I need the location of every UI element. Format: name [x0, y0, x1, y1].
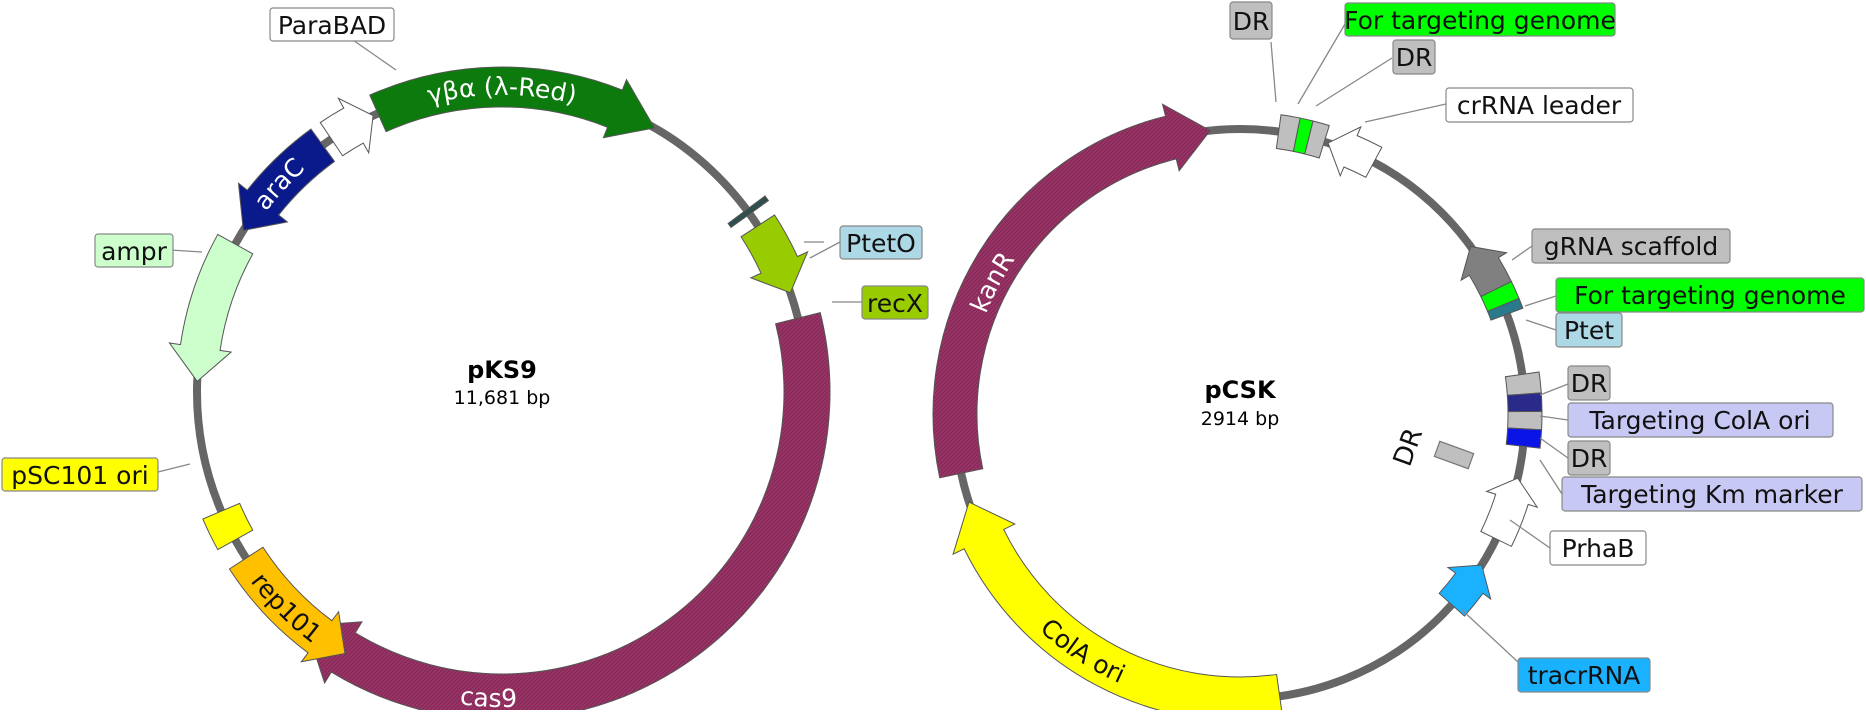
feature-prhab	[1480, 477, 1539, 548]
svg-text:For targeting genome: For targeting genome	[1344, 6, 1616, 35]
svg-text:Targeting Km marker: Targeting Km marker	[1580, 480, 1844, 509]
feature-rep101	[228, 546, 346, 663]
svg-text:Targeting ColA ori: Targeting ColA ori	[1588, 406, 1810, 435]
plasmid-size-pcsk: 2914 bp	[1201, 408, 1280, 430]
label-ptet: Ptet	[1525, 312, 1623, 348]
label-tracrrna: tracrRNA	[1461, 609, 1651, 693]
feature-cas9	[305, 312, 831, 714]
feature-kanr	[932, 103, 1211, 479]
svg-text:DR: DR	[1388, 424, 1429, 470]
feature-psc101	[202, 502, 254, 551]
label-cola-target: Targeting ColA ori	[1539, 402, 1834, 438]
svg-text:DR: DR	[1571, 444, 1608, 473]
feature-tracrrna	[1438, 564, 1492, 617]
feature-km-target	[1505, 427, 1543, 449]
label-km-target: Targeting Km marker	[1539, 459, 1863, 512]
label-dr-3: DR	[1539, 365, 1611, 401]
svg-text:DR: DR	[1571, 369, 1608, 398]
label-prhab: PrhaB	[1509, 519, 1647, 566]
feature-arac	[237, 128, 336, 231]
feature-recx	[740, 214, 809, 294]
svg-text:tracrRNA: tracrRNA	[1528, 661, 1641, 690]
svg-text:ampr: ampr	[101, 237, 168, 266]
feature-cola-target	[1506, 392, 1543, 413]
svg-text:PrhaB: PrhaB	[1562, 534, 1635, 563]
plasmid-name-pcsk: pCSK	[1204, 376, 1277, 404]
plasmid-size-pks9: 11,681 bp	[454, 387, 551, 409]
svg-text:For targeting genome: For targeting genome	[1574, 281, 1846, 310]
label-spacer-1: For targeting genome	[1297, 2, 1616, 105]
feature-dr-4	[1507, 410, 1543, 431]
plasmid-name-pks9: pKS9	[467, 356, 537, 384]
label-ampr: ampr	[94, 233, 203, 268]
label-spacer-2: For targeting genome	[1524, 277, 1865, 313]
feature-label-cas9: cas9	[459, 681, 518, 710]
label-dr-2: DR	[1315, 39, 1436, 107]
feature-grna-scaffold	[1460, 245, 1513, 298]
label-psc101-ori: pSC101 ori	[1, 457, 191, 492]
svg-text:recX: recX	[867, 289, 923, 318]
feature-crrna-leader	[1327, 125, 1383, 179]
label-crrna-leader: crRNA leader	[1364, 87, 1634, 123]
svg-text:DR: DR	[1396, 43, 1433, 72]
label-dr-4: DR	[1539, 437, 1611, 476]
label-dr-1: DR	[1229, 1, 1277, 103]
feature-ampr	[168, 233, 254, 383]
feature-parabad	[319, 97, 374, 157]
feature-ptet-o	[727, 195, 770, 229]
feature-ybalambda	[369, 66, 656, 139]
svg-text:DR: DR	[1233, 7, 1270, 36]
svg-text:PtetO: PtetO	[846, 229, 916, 258]
inner-dr: DR	[1388, 424, 1475, 470]
svg-text:pSC101 ori: pSC101 ori	[11, 461, 148, 490]
label-parabad: ParaBAD	[269, 7, 397, 71]
feature-dr-2	[1304, 120, 1330, 159]
svg-text:Ptet: Ptet	[1564, 316, 1614, 345]
label-ptet-o: PtetO	[804, 225, 923, 260]
svg-text:crRNA leader: crRNA leader	[1457, 91, 1622, 120]
feature-ptet	[1486, 297, 1524, 321]
svg-text:ParaBAD: ParaBAD	[278, 11, 386, 40]
svg-text:gRNA scaffold: gRNA scaffold	[1544, 232, 1718, 261]
label-recx: recX	[832, 285, 929, 320]
feature-cola-ori	[952, 501, 1283, 714]
label-grna-scaffold: gRNA scaffold	[1511, 228, 1731, 264]
feature-dr-3	[1504, 371, 1542, 396]
